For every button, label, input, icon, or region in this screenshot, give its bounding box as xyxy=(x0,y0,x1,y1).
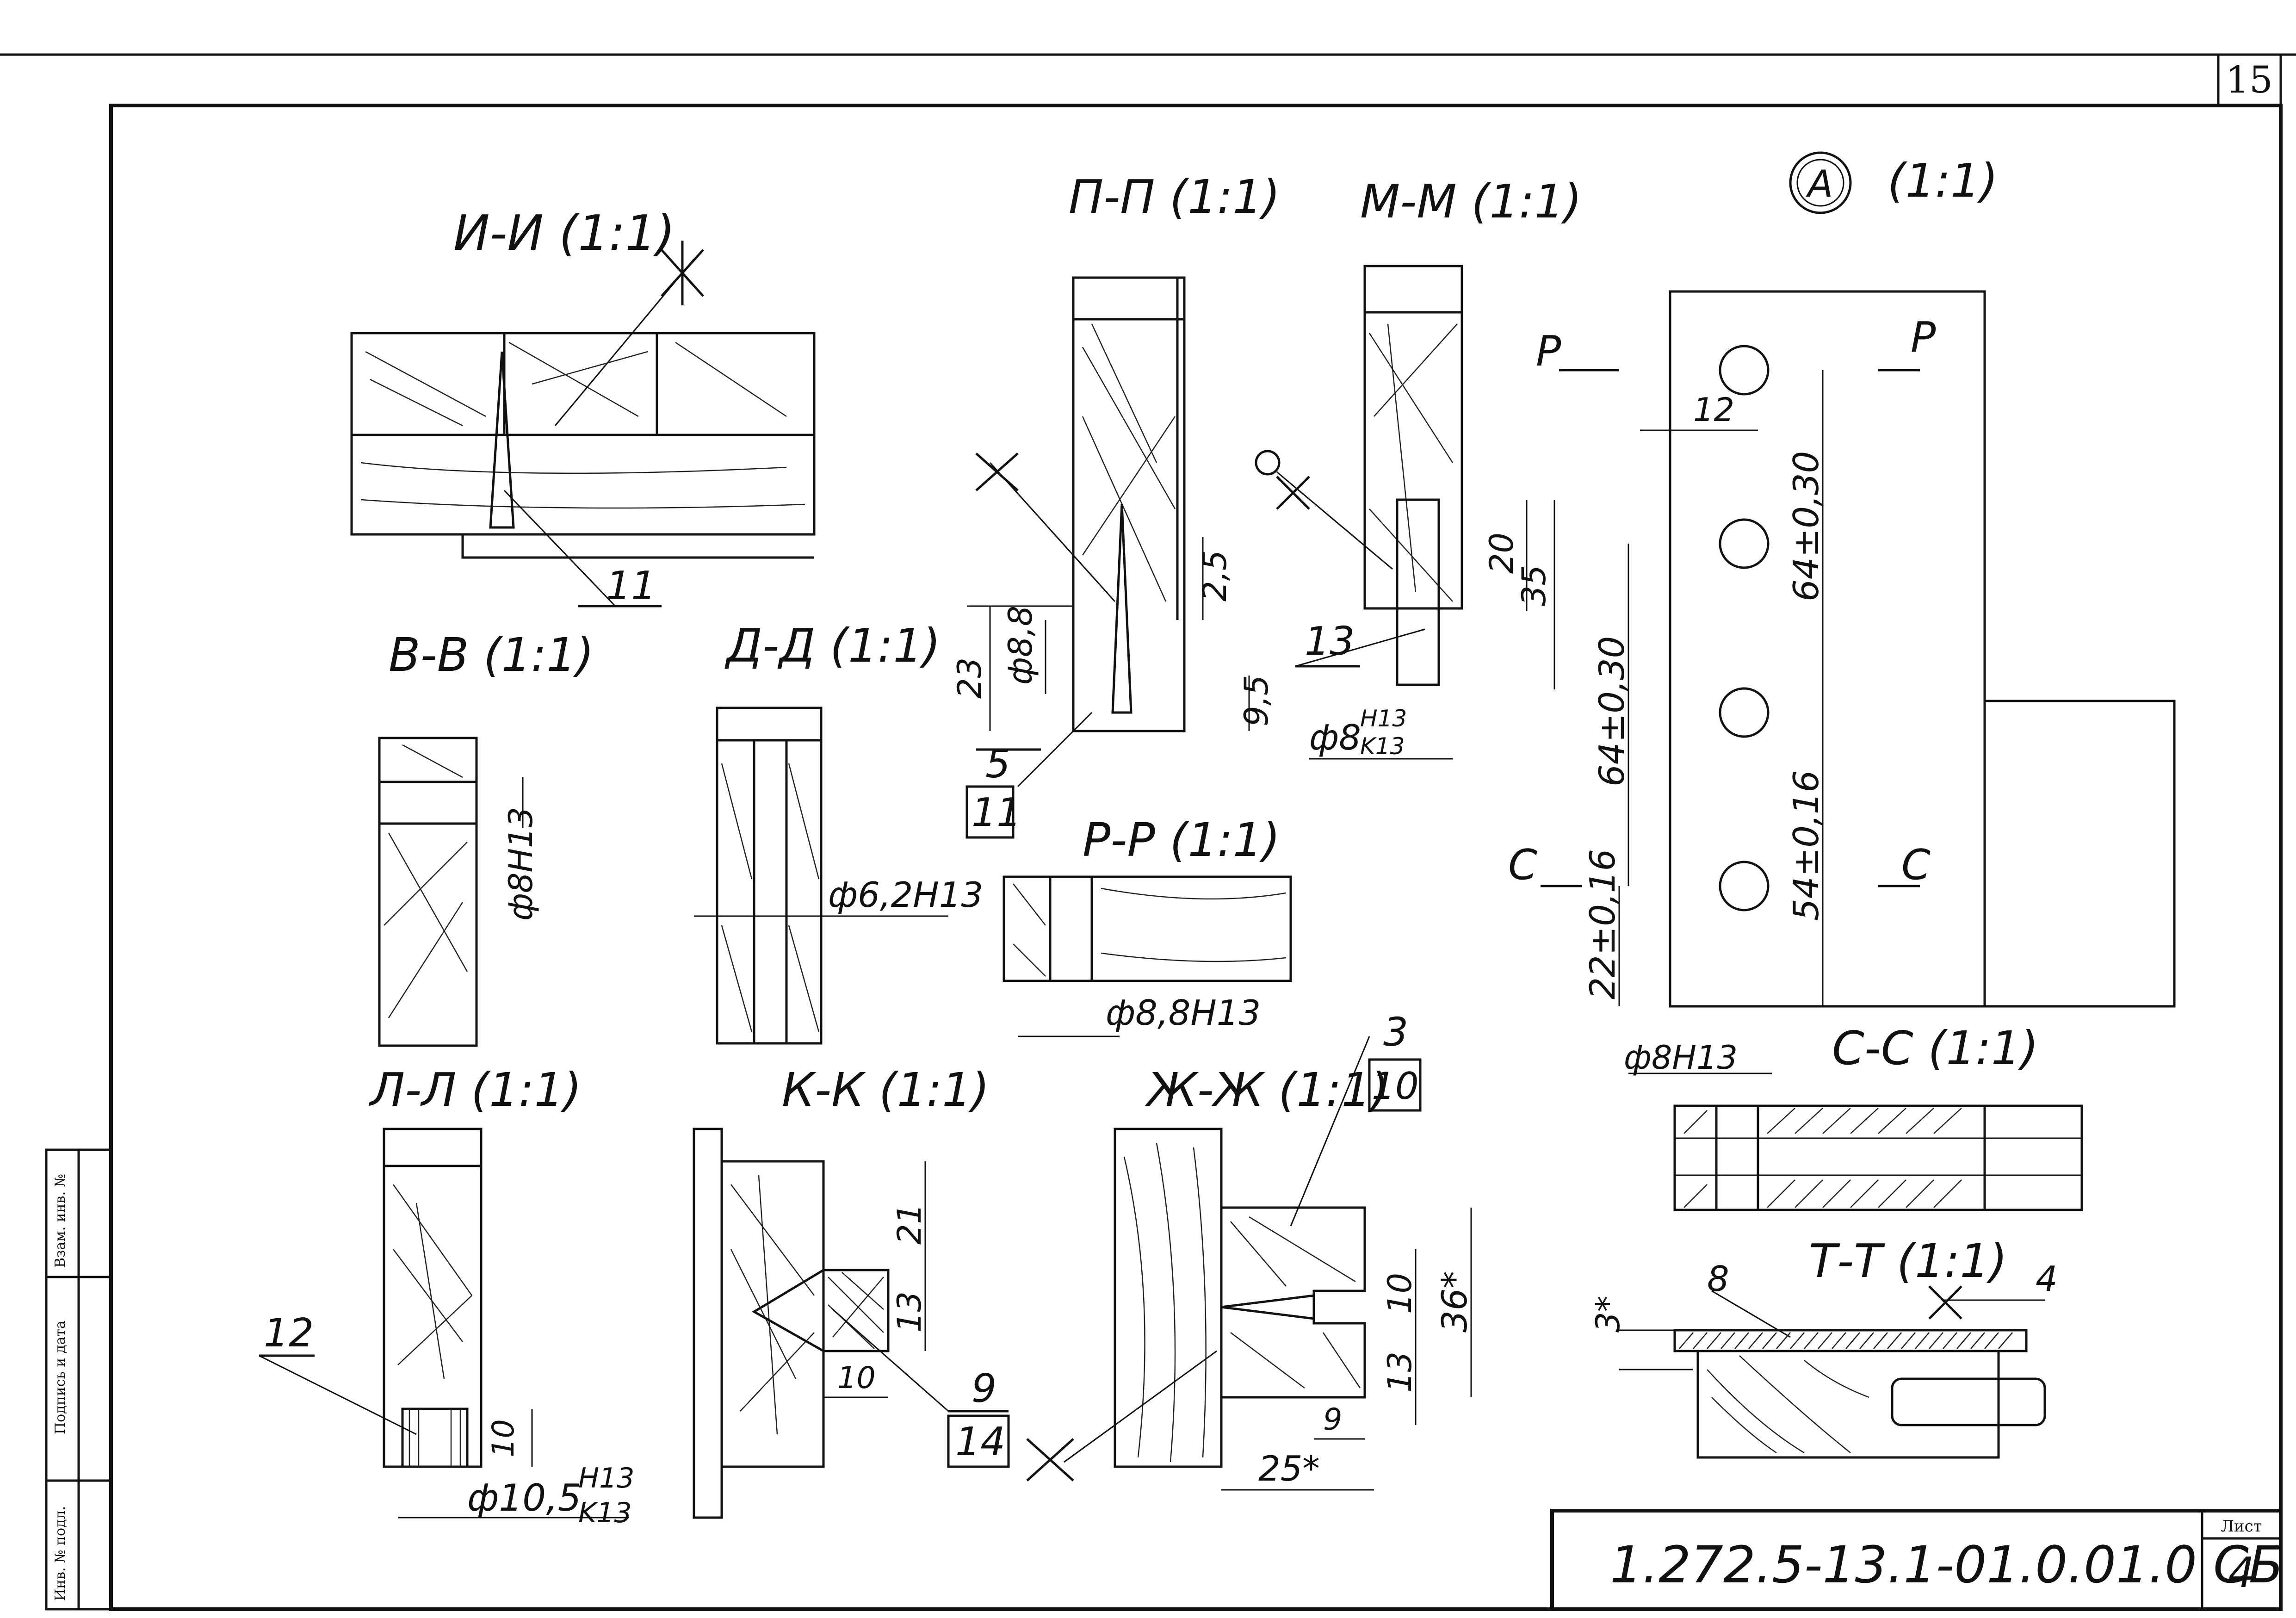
view-kk: К-К (1:1) 21 13 10 9 14 xyxy=(693,1063,1010,1519)
view-kk-dim-13: 13 xyxy=(891,1291,928,1333)
view-a: А (1:1) Р Р С С 12 64±0,30 64±0,30 54±0,… xyxy=(1508,151,2176,1008)
sheet-frame xyxy=(0,53,2296,1611)
view-pp-dim-d88: ф8,8 xyxy=(1002,606,1040,685)
view-pp-dim-23: 23 xyxy=(951,657,989,699)
view-kk-title: К-К (1:1) xyxy=(782,1063,990,1117)
side-label-replace: Взам. инв. № xyxy=(52,1174,68,1268)
view-ll-fit: ф10,5 xyxy=(467,1476,582,1519)
view-cc-title: С-С (1:1) xyxy=(1832,1021,2038,1075)
view-pp-dim-25: 2,5 xyxy=(1196,550,1234,601)
view-mm: М-М (1:1) 13 20 35 ф8 H13 K13 xyxy=(1255,174,1582,760)
list-label: Лист xyxy=(2221,1517,2262,1536)
view-zz-dim-25: 25* xyxy=(1258,1448,1320,1489)
view-bb: В-В (1:1) ф8H13 xyxy=(378,628,594,1047)
view-a-cut-p-right: Р xyxy=(1911,313,1936,362)
side-label-inv: Инв. № подл. xyxy=(52,1506,68,1601)
view-zz-dim-9: 9 xyxy=(1323,1402,1342,1437)
view-tt-dim-4: 4 xyxy=(2036,1258,2058,1299)
view-mm-dim-20: 20 xyxy=(1483,533,1521,574)
view-ll: Л-Л (1:1) 12 10 ф10,5 H13 K13 xyxy=(259,1063,634,1529)
view-ll-title: Л-Л (1:1) xyxy=(369,1063,582,1117)
view-pp-callout-11: 11 xyxy=(972,790,1021,836)
view-dd-dim: ф6,2H13 xyxy=(828,874,983,915)
view-mm-title: М-М (1:1) xyxy=(1360,174,1582,229)
view-zz-callout-3: 3 xyxy=(1383,1010,1408,1055)
view-zz-title: Ж-Ж (1:1) xyxy=(1145,1063,1389,1117)
view-a-dim-22: 22±0,16 xyxy=(1582,849,1623,999)
view-zz-callout-10: 10 xyxy=(1372,1065,1419,1108)
view-rr-title: Р-Р (1:1) xyxy=(1083,813,1280,867)
view-a-dim-12: 12 xyxy=(1693,391,1734,429)
view-kk-callout-14: 14 xyxy=(955,1419,1005,1465)
view-a-marker: А xyxy=(1806,162,1833,205)
view-dd: Д-Д (1:1) ф6,2H13 xyxy=(694,619,983,1045)
view-tt-dim-3: 3* xyxy=(1589,1296,1627,1333)
view-zz-dim-10: 10 xyxy=(1381,1273,1419,1314)
view-ii-title: И-И (1:1) xyxy=(453,205,675,261)
view-mm-fit-bottom: K13 xyxy=(1360,733,1405,760)
view-rr: Р-Р (1:1) ф8,8H13 xyxy=(1003,813,1292,1037)
view-a-cut-c-right: С xyxy=(1901,841,1931,889)
view-mm-dim-35: 35 xyxy=(1515,565,1553,606)
view-ll-fit-bottom: K13 xyxy=(578,1497,632,1529)
view-pp: П-П (1:1) 23 ф8,8 2,5 9,5 5 11 xyxy=(951,170,1280,839)
view-tt-dim-8: 8 xyxy=(1707,1258,1729,1299)
view-ii: И-И (1:1) 11 xyxy=(350,205,816,609)
view-tt: Т-Т (1:1) 8 4 3* xyxy=(1589,1234,2058,1459)
view-kk-dim-10: 10 xyxy=(837,1361,876,1395)
view-cc: ф8H13 С-С (1:1) xyxy=(1624,1021,2083,1211)
view-mm-callout: 13 xyxy=(1305,619,1355,664)
view-a-cut-c-left: С xyxy=(1508,841,1537,889)
view-a-dim-54: 54±0,16 xyxy=(1786,770,1826,921)
view-ll-fit-top: H13 xyxy=(578,1462,634,1494)
view-bb-title: В-В (1:1) xyxy=(389,628,594,682)
view-dd-title: Д-Д (1:1) xyxy=(724,619,941,673)
view-ll-dim: 10 xyxy=(486,1419,521,1457)
view-ll-callout: 12 xyxy=(264,1310,314,1356)
list-number: 4 xyxy=(2228,1549,2254,1597)
view-zz-dim-13: 13 xyxy=(1381,1351,1419,1393)
view-a-cut-p-left: Р xyxy=(1536,327,1561,376)
view-bb-dim: ф8H13 xyxy=(502,807,540,921)
view-a-dim-64-left: 64±0,30 xyxy=(1591,636,1632,787)
view-zz: Ж-Ж (1:1) 3 10 10 36* 13 9 25* xyxy=(1026,1010,1475,1491)
view-pp-dim-95: 9,5 xyxy=(1238,675,1275,726)
view-ii-callout: 11 xyxy=(606,563,656,609)
view-zz-dim-36: 36* xyxy=(1434,1271,1475,1333)
page-number: 15 xyxy=(2226,58,2273,101)
sheet-designation: 1.272.5-13.1-01.0.01.0 СБ xyxy=(1610,1535,2284,1594)
view-tt-title: Т-Т (1:1) xyxy=(1809,1234,2007,1288)
view-kk-dim-21: 21 xyxy=(891,1203,928,1245)
view-pp-title: П-П (1:1) xyxy=(1069,170,1280,224)
view-mm-fit: ф8 xyxy=(1309,717,1361,758)
view-rr-dim: ф8,8H13 xyxy=(1106,992,1261,1033)
side-label-sign: Подпись и дата xyxy=(52,1320,68,1434)
view-a-scale: (1:1) xyxy=(1888,154,1998,208)
view-pp-callout-5: 5 xyxy=(985,741,1010,787)
view-kk-callout-9: 9 xyxy=(972,1366,996,1412)
view-a-dim-64-right: 64±0,30 xyxy=(1786,451,1826,601)
view-mm-fit-top: H13 xyxy=(1360,705,1407,732)
view-cc-dim: ф8H13 xyxy=(1624,1039,1738,1077)
